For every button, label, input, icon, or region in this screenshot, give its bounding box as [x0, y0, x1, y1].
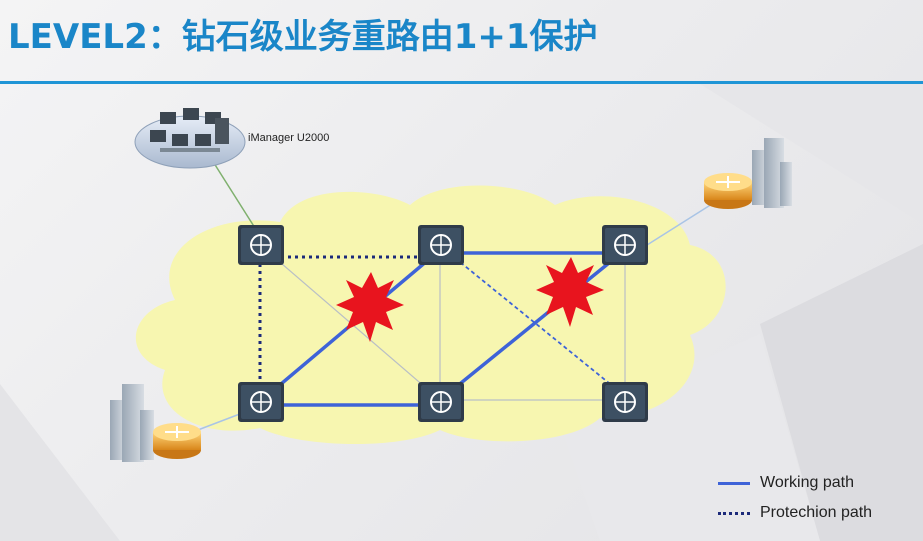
- protection-path: [258, 255, 440, 400]
- customer-site-right: [752, 138, 792, 208]
- legend: Working path Protechion path: [718, 468, 918, 528]
- management-system-label: iManager U2000: [248, 132, 330, 144]
- legend-protection-label: Protechion path: [760, 504, 873, 521]
- management-link: [211, 159, 256, 229]
- node-top-left: [238, 225, 284, 265]
- router-icon: [153, 423, 201, 459]
- title-divider: [0, 81, 923, 84]
- protection-path-secondary: [454, 257, 621, 393]
- slide-title: LEVEL2：钻石级业务重路由1+1保护: [8, 17, 598, 57]
- customer-site-left: [110, 384, 154, 462]
- background-facets: [0, 84, 923, 541]
- legend-item-working: Working path: [718, 468, 918, 498]
- working-path-swatch: [718, 481, 750, 485]
- node-top-mid: [418, 225, 464, 265]
- legend-item-protection: Protechion path: [718, 498, 918, 528]
- router-icon: [704, 173, 752, 209]
- fault-burst-icon: [536, 257, 604, 327]
- management-server-icon: [134, 108, 246, 169]
- protection-path-swatch: [718, 511, 750, 515]
- fault-burst-icon: [336, 272, 404, 342]
- node-bottom-right: [602, 382, 648, 422]
- node-bottom-left: [238, 382, 284, 422]
- access-link-right: [646, 203, 713, 246]
- node-bottom-mid: [418, 382, 464, 422]
- node-top-right: [602, 225, 648, 265]
- legend-working-label: Working path: [760, 474, 854, 491]
